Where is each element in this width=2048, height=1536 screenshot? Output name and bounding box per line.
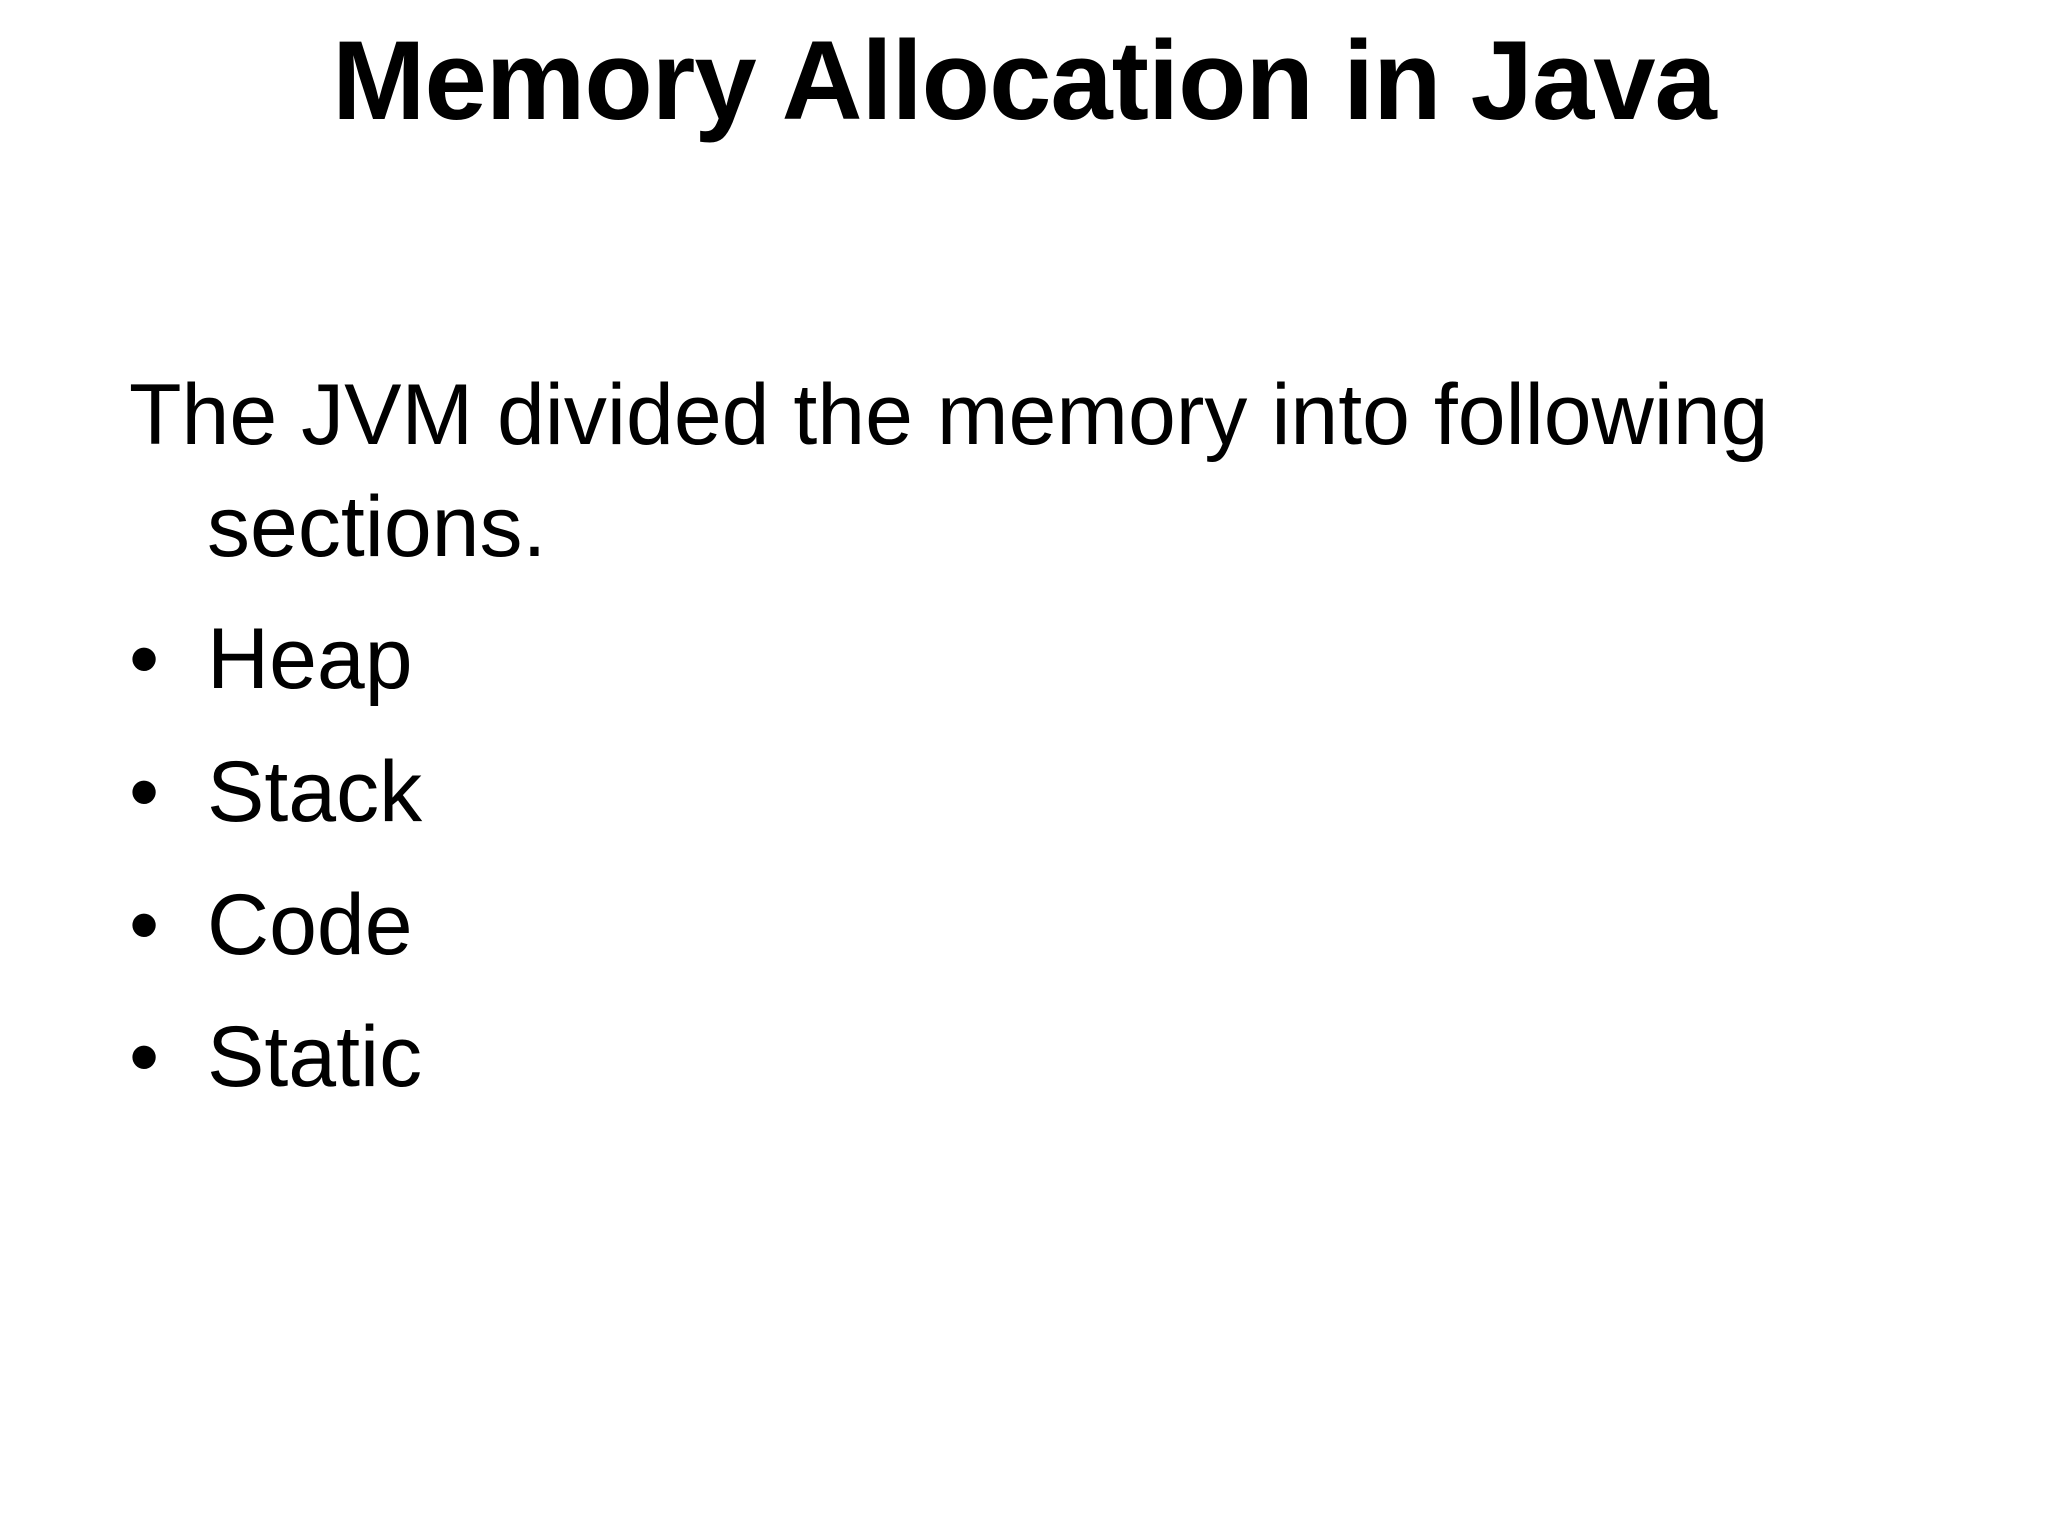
bullet-dot-icon: •: [129, 876, 160, 973]
bullet-item-label: Stack: [207, 743, 423, 840]
bullet-item-label: Code: [207, 876, 413, 973]
bullet-item-label: Heap: [207, 610, 413, 707]
bullet-item-static: • Static: [129, 1002, 1968, 1114]
body-intro-line-1: The JVM divided the memory into followin…: [129, 367, 1769, 464]
body-intro-paragraph: The JVM divided the memory into followin…: [129, 360, 1968, 584]
bullet-dot-icon: •: [129, 1009, 160, 1106]
bullet-item-heap: • Heap: [129, 604, 1968, 716]
bullet-item-stack: • Stack: [129, 737, 1968, 849]
bullet-item-code: • Code: [129, 870, 1968, 982]
bullet-item-label: Static: [207, 1009, 423, 1106]
slide-body: The JVM divided the memory into followin…: [129, 360, 1968, 1114]
bullet-dot-icon: •: [129, 610, 160, 707]
body-intro-line-2: sections.: [207, 479, 547, 576]
bullet-dot-icon: •: [129, 743, 160, 840]
slide-title: Memory Allocation in Java: [332, 18, 1717, 143]
bullet-list: • Heap • Stack • Code • Static: [129, 604, 1968, 1114]
